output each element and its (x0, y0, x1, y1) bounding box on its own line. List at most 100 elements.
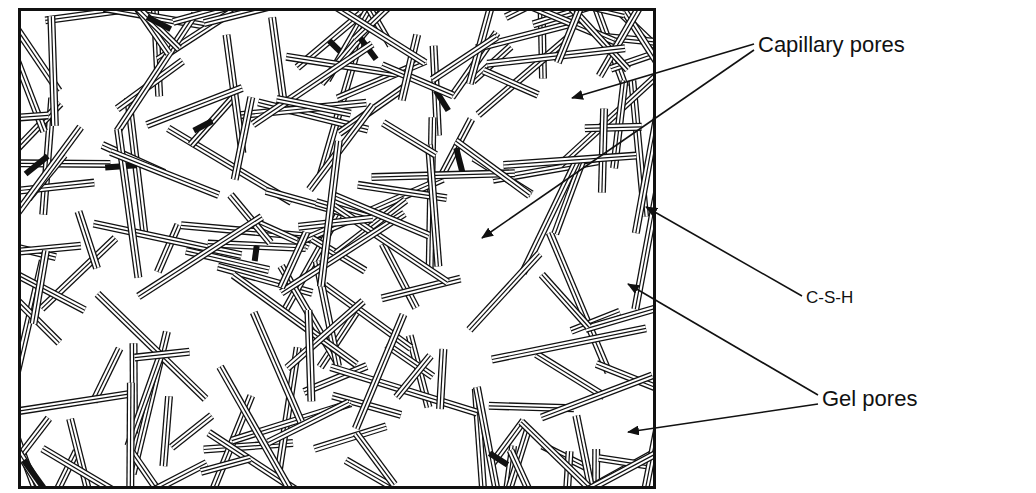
csh-sheet-gap (287, 301, 363, 368)
csh-sheet-edge (324, 10, 425, 63)
csh-sheet-core (478, 37, 569, 115)
csh-sheet-edge (172, 416, 212, 448)
csh-sheet-core (43, 449, 171, 487)
csh-sheet-core (602, 109, 604, 193)
csh-sheet-gap (334, 196, 429, 236)
csh-sheet-gap (20, 127, 81, 220)
csh-sheet-core (277, 99, 351, 114)
csh-sheet-core (118, 129, 138, 277)
csh-sheet-edge (308, 310, 311, 401)
csh-sheet-core (440, 349, 443, 409)
csh-sheet-core (172, 416, 212, 448)
csh-sheet-edge (277, 99, 351, 114)
csh-sheet-gap (314, 426, 386, 449)
csh-sheet-core (130, 383, 132, 487)
csh-sheet-core (94, 224, 242, 256)
csh-sheet-edge (254, 312, 301, 421)
csh-sheet-gap (138, 217, 261, 297)
csh-sheet-edge (201, 458, 250, 472)
callout-label: Gel pores (822, 387, 917, 411)
csh-sheet-core (20, 246, 81, 254)
paste-background (20, 10, 654, 487)
csh-sheet-edge (372, 173, 515, 177)
csh-sheet-edge (314, 426, 386, 449)
csh-sheet-edge (356, 433, 394, 484)
csh-sheet-edge (477, 387, 502, 487)
csh-sheet-gap (158, 225, 179, 272)
csh-sheet-gap (503, 156, 636, 165)
csh-sheet-gap (383, 123, 436, 155)
csh-sheet-core (308, 310, 311, 401)
csh-sheet-gap (542, 275, 589, 327)
csh-sheet-gap (268, 402, 349, 442)
csh-sheet-core (314, 426, 386, 449)
csh-sheet-core (20, 394, 128, 417)
csh-sheet-edge (521, 422, 597, 487)
csh-sheet-core (542, 375, 653, 417)
dense-product (456, 148, 462, 173)
csh-sheet-core (253, 44, 372, 124)
csh-sheet-gap (253, 44, 372, 124)
csh-sheet-gap (402, 35, 418, 101)
csh-sheet-edge (253, 44, 372, 124)
dense-product (24, 460, 44, 487)
csh-sheet-edge (397, 356, 431, 398)
csh-sheet-gap (356, 433, 394, 484)
csh-sheet-gap (429, 145, 438, 267)
csh-sheet-gap (397, 356, 431, 398)
csh-sheet-core (558, 10, 598, 63)
csh-sheet-edge (235, 97, 252, 180)
csh-sheet-edge (163, 396, 169, 466)
csh-sheet-gap (34, 251, 46, 324)
csh-sheet-core (542, 275, 589, 327)
leader-line (482, 50, 754, 238)
csh-sheet-edge (43, 449, 171, 487)
csh-sheet-core (356, 315, 404, 429)
csh-sheet-gap (456, 141, 530, 195)
csh-sheet-gap (521, 422, 597, 487)
csh-sheet-gap (585, 127, 642, 129)
csh-sheet-core (456, 141, 530, 195)
csh-sheet-edge (503, 156, 636, 165)
csh-sheet-gap (147, 88, 242, 125)
csh-sheet-edge (135, 352, 190, 358)
csh-sheet-core (20, 406, 58, 487)
csh-sheet-core (158, 225, 179, 272)
csh-sheet-core (235, 97, 252, 180)
csh-sheet-edge (20, 127, 81, 220)
csh-sheet-gap (635, 159, 654, 309)
csh-sheet-gap (602, 109, 604, 193)
csh-sheet-core (511, 450, 540, 487)
csh-sheet-edge (542, 275, 589, 327)
csh-sheet-core (51, 16, 55, 126)
csh-sheet-edge (287, 301, 363, 368)
csh-sheet-gap (272, 17, 284, 102)
csh-sheet-core (324, 10, 425, 63)
csh-sheet-core (572, 433, 654, 487)
csh-sheet-gap (277, 99, 351, 114)
csh-sheet-gap (173, 10, 275, 22)
csh-sheet-core (321, 141, 339, 287)
csh-sheet-gap (382, 279, 461, 299)
csh-sheet-gap (550, 233, 609, 373)
csh-sheet-edge (402, 35, 418, 101)
csh-sheet-gap (558, 10, 598, 63)
csh-sheet-gap (432, 37, 496, 80)
csh-sheet-gap (94, 224, 242, 256)
csh-sheet-edge (456, 141, 530, 195)
csh-sheet-gap (20, 115, 48, 120)
csh-sheet-gap (201, 458, 250, 472)
csh-sheet-edge (550, 233, 609, 373)
csh-sheet-edge (20, 260, 85, 311)
csh-sheet-edge (118, 129, 138, 277)
csh-sheet-core (20, 260, 85, 311)
csh-sheet-edge (572, 433, 654, 487)
csh-sheet-gap (324, 10, 425, 63)
csh-sheet-gap (115, 10, 179, 49)
csh-sheet-gap (469, 254, 539, 330)
csh-sheet-edge (20, 394, 128, 417)
csh-sheet-core (382, 279, 461, 299)
csh-sheet-edge (602, 109, 604, 193)
csh-sheet-edge (138, 217, 261, 297)
callout-label: Capillary pores (758, 33, 905, 57)
